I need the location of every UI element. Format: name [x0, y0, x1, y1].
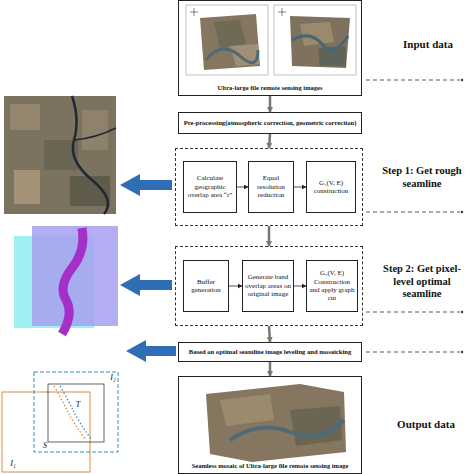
- region-label: I₂: [106, 373, 120, 382]
- region-label: I₁: [6, 459, 20, 468]
- blue-arrow: [120, 274, 172, 296]
- process-box: Generate band overlap areas on original …: [242, 260, 294, 312]
- input-image: [274, 5, 356, 75]
- box-text: Pre-processing(atmospheric correction, g…: [182, 119, 359, 127]
- process-box: Pre-processing(atmospheric correction, g…: [178, 112, 362, 134]
- flow-arrow: [294, 286, 306, 287]
- step-group: Step 2: Get pixel-level optimal seamline…: [175, 246, 363, 326]
- flow-arrow: [268, 226, 271, 246]
- stage-label: Input data: [384, 38, 472, 50]
- flow-arrow: [229, 286, 242, 287]
- step-heading: Step 1: Get rough seamline: [376, 165, 468, 190]
- satellite-image: [4, 96, 116, 214]
- box-text: Buffer generation: [184, 278, 228, 295]
- process-box: G₂(V, E) Construction and apply graph cu…: [306, 260, 358, 312]
- flow-arrow: [237, 187, 248, 188]
- process-box: G₁(V, E) construction: [306, 161, 356, 213]
- box-text: Ultra-large file remote sensing images: [216, 84, 325, 92]
- input-image: [186, 5, 268, 75]
- box-text: Calculate geographic overlap area “r”: [184, 174, 236, 199]
- region-label: T: [73, 400, 83, 409]
- box-text: Based on optimal seamline image leveling…: [187, 348, 353, 356]
- box-text: G₂(V, E) Construction and apply graph cu…: [307, 269, 357, 303]
- blue-arrow: [126, 340, 176, 362]
- region-label: S: [40, 441, 50, 450]
- box-text: Generate band overlap areas on original …: [243, 273, 293, 298]
- process-box: Ultra-large file remote sensing images: [178, 0, 362, 96]
- process-box: Equal resolution reduction: [248, 161, 294, 213]
- step-heading: Step 2: Get pixel-level optimal seamline: [376, 263, 468, 301]
- flow-arrow: [269, 362, 272, 376]
- flow-arrow: [269, 96, 272, 112]
- flow-arrow: [269, 326, 270, 342]
- process-box: Seamless mosaic of Ultra-large file remo…: [178, 376, 362, 474]
- buffer-image: [14, 226, 118, 334]
- process-box: Buffer generation: [183, 260, 229, 312]
- flow-arrow: [294, 187, 306, 188]
- step-group: Step 1: Get rough seamlineCalculate geog…: [175, 148, 363, 226]
- guide-line: [366, 79, 463, 353]
- flow-arrow: [269, 134, 270, 148]
- box-text: Equal resolution reduction: [249, 174, 293, 199]
- process-box: Based on optimal seamline image leveling…: [178, 342, 362, 362]
- overlap-schematic: [2, 372, 118, 472]
- process-box: Calculate geographic overlap area “r”: [183, 161, 237, 213]
- blue-arrow: [120, 174, 172, 196]
- box-text: G₁(V, E) construction: [307, 179, 355, 196]
- mosaic-image: [206, 384, 346, 462]
- box-text: Seamless mosaic of Ultra-large file remo…: [190, 462, 351, 470]
- stage-label: Output data: [380, 418, 472, 430]
